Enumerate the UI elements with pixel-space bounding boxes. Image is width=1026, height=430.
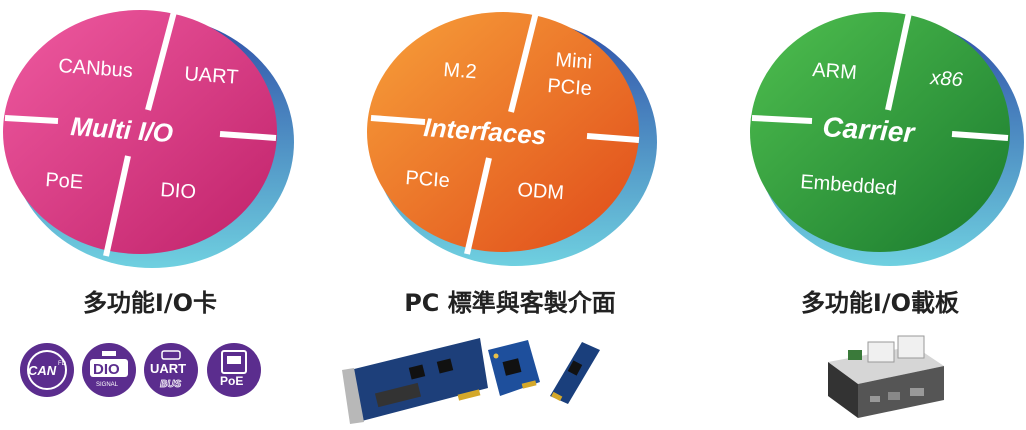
svg-text:PoE: PoE <box>220 374 243 388</box>
segment-canbus: CANbus <box>58 55 134 82</box>
pcie-card-image <box>342 338 488 424</box>
segment-x86: x86 <box>929 67 965 91</box>
svg-text:DIO: DIO <box>93 361 120 378</box>
dio-icon: DIO SIGNAL <box>82 343 136 397</box>
canfd-icon: CAN FD <box>20 343 74 397</box>
segment-arm: ARM <box>812 59 858 84</box>
m2-card-image <box>550 342 600 404</box>
interfaces-disc: M.2 Mini PCIe Interfaces PCIe ODM <box>367 7 657 266</box>
caption-multi-io-card: 多功能I/O卡 <box>82 289 218 317</box>
uart-icon: UART BUS <box>144 343 198 397</box>
segment-uart: UART <box>184 63 239 89</box>
svg-text:UART: UART <box>150 361 186 376</box>
disc-title: Multi I/O <box>70 111 174 148</box>
svg-text:SIGNAL: SIGNAL <box>96 382 119 388</box>
carrier-board-image <box>828 335 944 418</box>
segment-mini-pcie: PCIe <box>547 75 593 100</box>
svg-text:CAN: CAN <box>28 363 57 378</box>
segment-mini: Mini <box>555 49 593 74</box>
segment-m2: M.2 <box>443 59 478 83</box>
disc-title: Carrier <box>822 111 918 148</box>
multi-io-disc: CANbus UART Multi I/O PoE DIO <box>3 7 294 268</box>
svg-text:FD: FD <box>58 361 67 367</box>
svg-text:BUS: BUS <box>160 379 181 390</box>
segment-odm: ODM <box>517 179 565 204</box>
caption-interfaces: PC 標準與客製介面 <box>404 289 616 317</box>
mini-pcie-card-image <box>488 340 540 396</box>
poe-icon: PoE <box>207 343 261 397</box>
caption-carrier-board: 多功能I/O載板 <box>800 289 960 317</box>
segment-pcie: PCIe <box>405 167 451 192</box>
segment-dio: DIO <box>160 179 197 203</box>
carrier-disc: ARM x86 Carrier Embedded <box>750 7 1024 266</box>
segment-poe: PoE <box>45 169 84 194</box>
